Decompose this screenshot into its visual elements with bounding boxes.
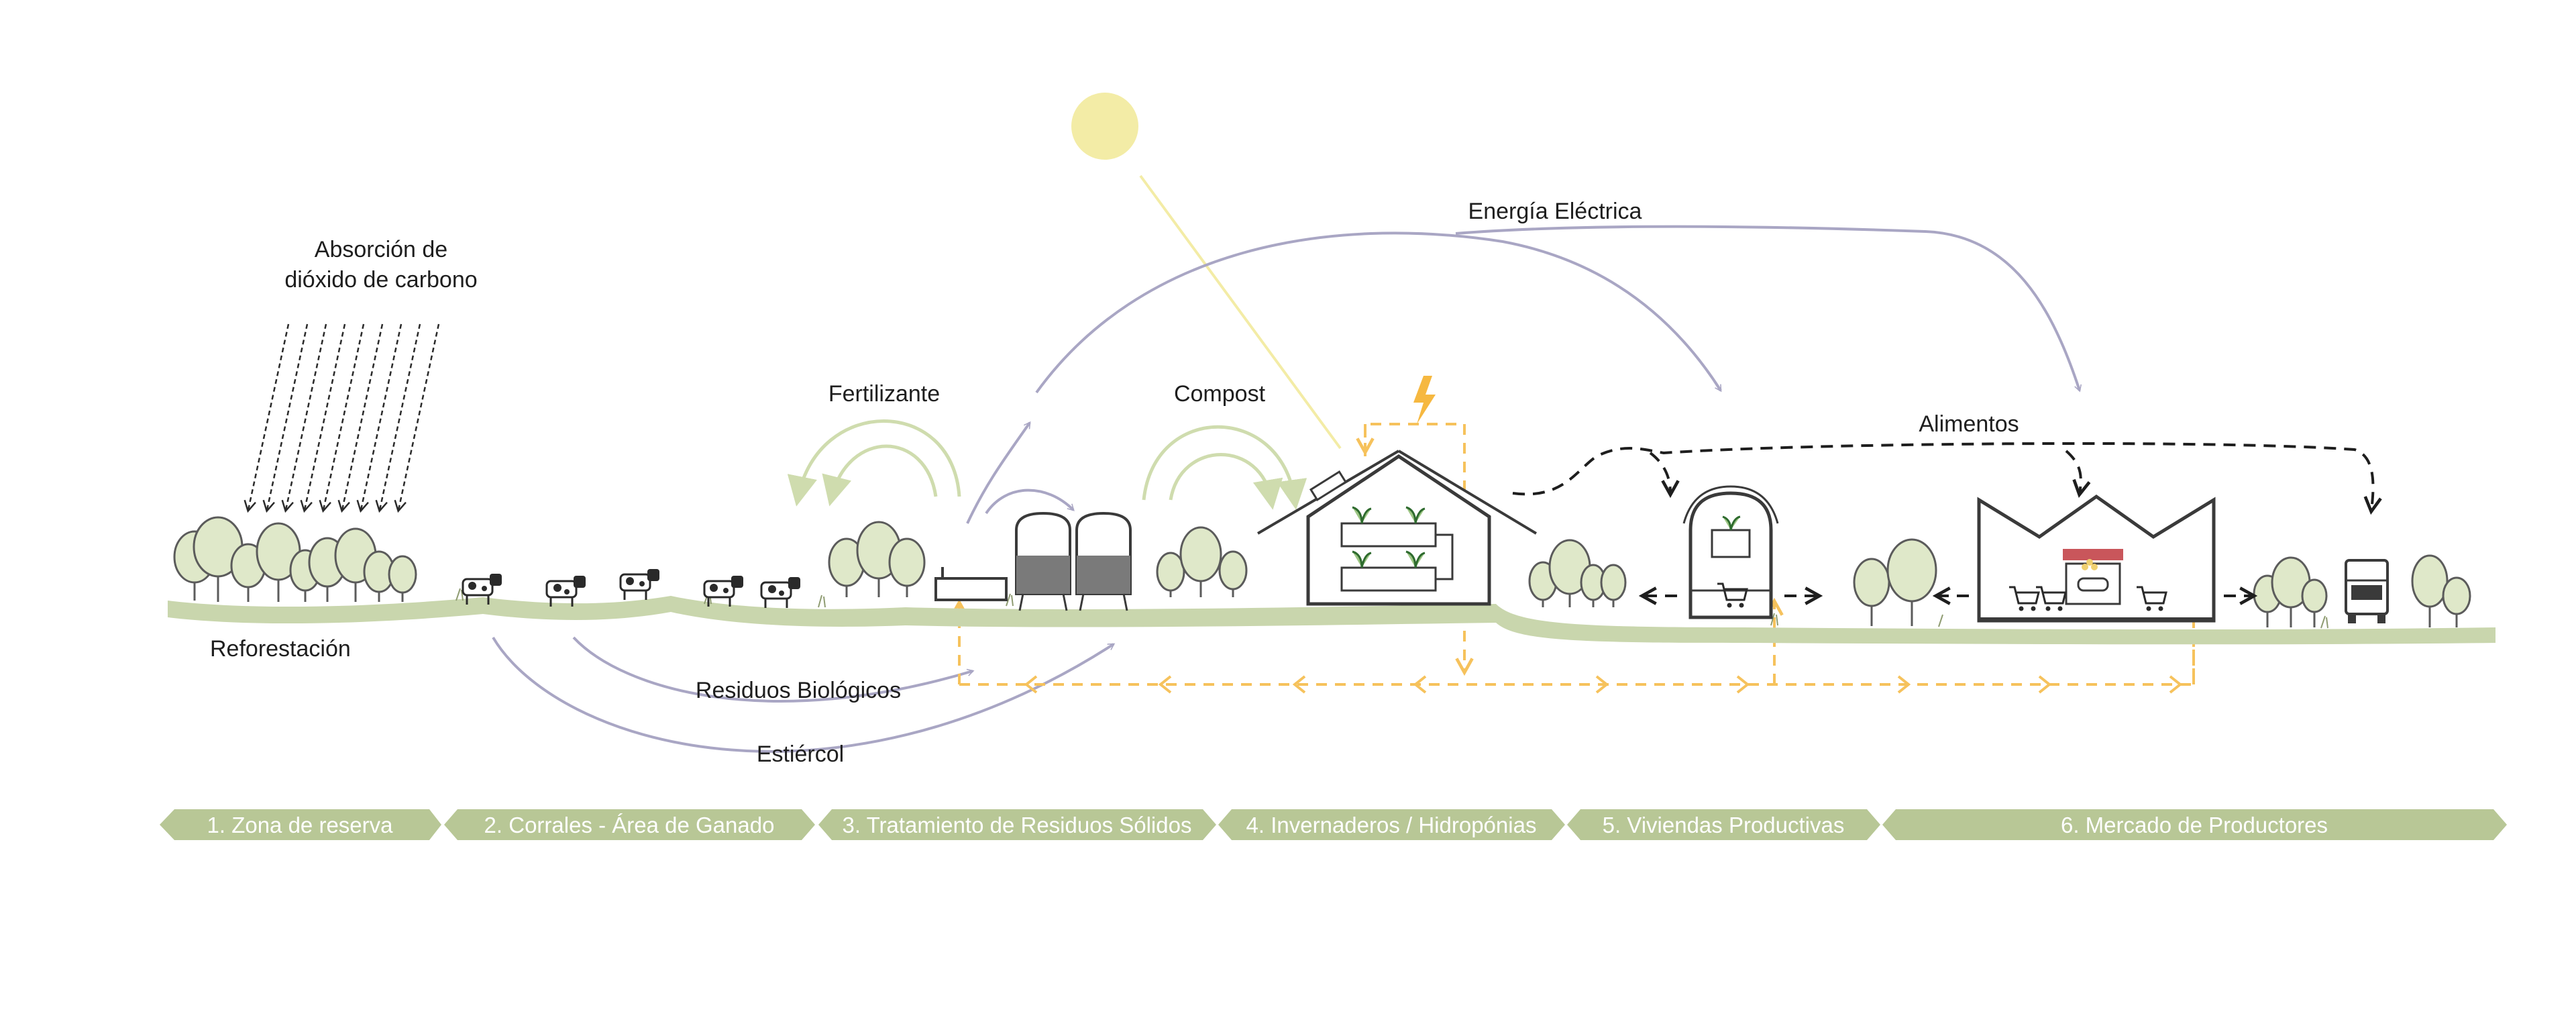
residuos-flow-arrow: [572, 636, 975, 703]
residuos-biologicos-label: Residuos Biológicos: [696, 678, 901, 703]
biogas-arrow-right: [985, 489, 1075, 515]
energy-network-chevrons: [1024, 675, 2183, 694]
zone-4-label: 4. Invernaderos / Hidropónias: [1246, 813, 1537, 837]
truck-icon: [2345, 559, 2389, 623]
ground-strip: [168, 596, 2496, 645]
biogas-arrow-up: [966, 421, 1031, 524]
tree-icon: [1218, 550, 1248, 597]
alimentos-branch-house: [1649, 452, 1670, 493]
cow-icon: [619, 569, 659, 600]
zone-4: [1218, 809, 1565, 840]
zone-6: [1882, 809, 2507, 840]
tree-icon: [2301, 578, 2328, 627]
compost-label: Compost: [1174, 381, 1266, 407]
tree-icon: [1156, 552, 1185, 597]
trees-market-left: [1853, 538, 1937, 626]
compost-cycle-outer: [1142, 425, 1307, 510]
cart-icon: [2036, 586, 2067, 611]
alimentos-label: Alimentos: [1919, 411, 2019, 437]
zone-2-label: 2. Corrales - Área de Ganado: [484, 813, 775, 837]
tree-icon: [1600, 564, 1627, 607]
trees-greenhouse-left: [1156, 526, 1248, 597]
trees-housing-left: [1528, 539, 1627, 607]
zone-5: [1567, 809, 1880, 840]
reforestacion-label: Reforestación: [210, 636, 351, 662]
tree-icon: [1179, 526, 1222, 597]
energy-arrow-houses: [1035, 232, 1722, 394]
tree-icon: [888, 537, 926, 597]
cart-icon: [1717, 582, 1748, 608]
grass-tufts: [455, 588, 2328, 629]
tree-icon: [2411, 554, 2449, 627]
estiercol-flow-arrow: [492, 636, 1116, 753]
zone-1: [160, 809, 441, 840]
tree-icon: [388, 555, 417, 602]
zone-band: 1. Zona de reserva 2. Corrales - Área de…: [160, 809, 2507, 840]
greenhouse-icon: [1256, 450, 1538, 606]
co2-absorption-arrows: [244, 323, 440, 513]
silo-icon: [1015, 511, 1071, 611]
zone-3: [818, 809, 1216, 840]
cart-icon: [2009, 586, 2040, 611]
absorcion-label-line2: dióxido de carbono: [284, 267, 477, 293]
cow-icon: [545, 576, 586, 607]
compost-cycle-inner: [1169, 453, 1283, 510]
cow-icon: [760, 577, 800, 608]
tree-icon: [2271, 556, 2311, 627]
alimentos-flow-arrow: [1512, 442, 2373, 510]
fertilizante-cycle-inner: [822, 444, 938, 507]
zone-6-label: 6. Mercado de Productores: [2061, 813, 2328, 837]
absorcion-label-line1: Absorción de: [315, 237, 447, 262]
estiercol-label: Estiércol: [757, 741, 844, 767]
cow-icon: [462, 574, 502, 605]
lightning-icon: [1413, 376, 1436, 424]
zone-2: [444, 809, 815, 840]
market-icon: [1977, 494, 2216, 623]
fertilizante-cycle-outer: [787, 419, 961, 507]
alimentos-branch-market: [2065, 450, 2081, 493]
tree-icon: [1853, 558, 1890, 626]
fertilizante-label: Fertilizante: [828, 381, 940, 407]
tree-icon: [2442, 576, 2471, 627]
tree-icon: [1886, 538, 1937, 626]
cart-icon: [2137, 586, 2167, 611]
trees-waste-area: [828, 521, 926, 597]
cow-icon: [703, 576, 743, 607]
zone-1-label: 1. Zona de reserva: [207, 813, 394, 837]
zone-5-label: 5. Viviendas Productivas: [1603, 813, 1845, 837]
trees-reserve: [173, 516, 417, 602]
sun-icon: [1071, 93, 1138, 160]
waste-tank: [934, 567, 1008, 601]
trees-market-right: [2253, 554, 2471, 627]
house-icon: [1682, 485, 1779, 619]
silo-icon: [1075, 511, 1132, 611]
energy-arrow-market: [1455, 225, 2082, 393]
cows: [462, 569, 800, 608]
energia-electrica-label: Energía Eléctrica: [1468, 199, 1642, 224]
sunray: [1139, 174, 1342, 450]
zone-3-label: 3. Tratamiento de Residuos Sólidos: [843, 813, 1192, 837]
